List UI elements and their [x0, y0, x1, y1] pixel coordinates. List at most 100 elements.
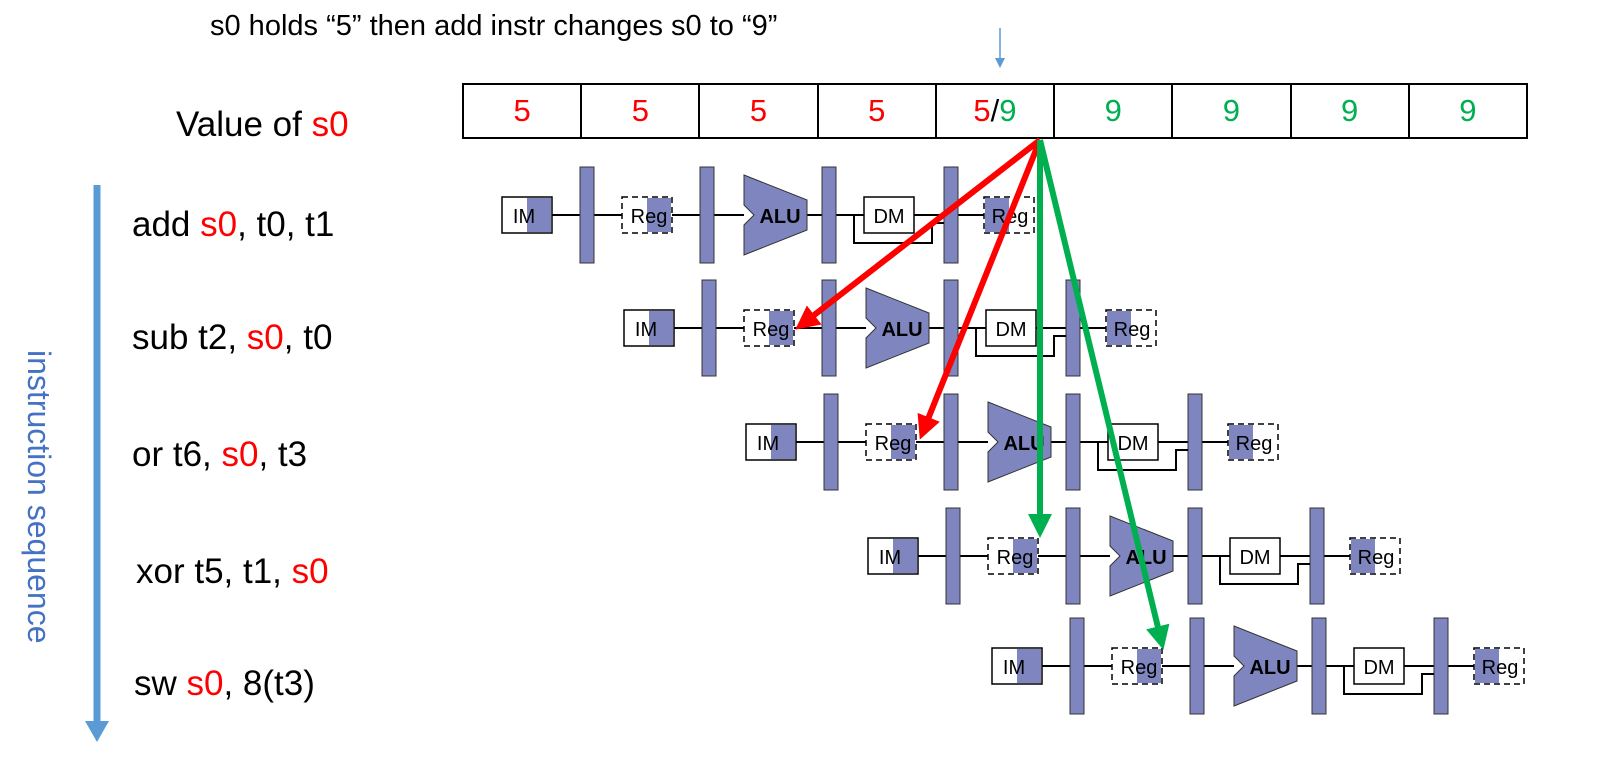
reg-write-half	[1229, 425, 1253, 459]
instruction-text: add	[132, 205, 201, 244]
pipeline-register	[701, 279, 717, 377]
old-value: 5	[973, 93, 991, 128]
register-s0: s0	[246, 318, 284, 357]
pipeline-register	[1187, 507, 1203, 605]
reg-write-label: Reg	[1358, 547, 1395, 569]
reg-write-half	[1351, 539, 1375, 573]
alu-shape	[865, 287, 930, 369]
im-label: IM	[879, 547, 901, 569]
register-s0: s0	[200, 205, 238, 244]
pipeline-stage-row: IM Reg ALU DM Reg	[745, 393, 1279, 491]
reg-read-half	[1013, 539, 1037, 573]
reg-read-half	[647, 198, 671, 232]
pipeline-register	[945, 507, 961, 605]
register-s0: s0	[186, 664, 224, 703]
red-forwarding-arrow	[917, 138, 1043, 440]
dm-box	[1353, 647, 1405, 685]
alu-label: ALU	[1249, 657, 1290, 679]
pipeline-register	[1189, 617, 1205, 715]
instruction-label: xor t5, t1, s0	[136, 552, 329, 592]
instruction-label: sub t2, s0, t0	[132, 318, 332, 358]
value-label-prefix: Value of	[176, 105, 312, 144]
pipeline-register	[1065, 507, 1081, 605]
instruction-text: , t0, t1	[237, 205, 335, 244]
value-of-s0-label: Value of s0	[176, 105, 349, 145]
dm-label: DM	[873, 206, 904, 228]
im-label: IM	[1003, 657, 1025, 679]
pipeline-register	[1433, 617, 1449, 715]
register-s0: s0	[221, 435, 259, 474]
reg-write-label: Reg	[1236, 433, 1273, 455]
pipeline-register	[699, 166, 715, 264]
reg-read-half	[891, 425, 915, 459]
im-read-half	[649, 311, 673, 345]
value-cell: 9	[1173, 85, 1292, 137]
alu-label: ALU	[881, 319, 922, 341]
im-label: IM	[757, 433, 779, 455]
instruction-text: or t6,	[132, 435, 222, 474]
value-cell: 5	[582, 85, 701, 137]
im-label: IM	[635, 319, 657, 341]
value-cell: 5	[700, 85, 819, 137]
dm-bypass-wire	[975, 328, 1066, 357]
alu-shape	[743, 174, 808, 256]
pipeline-register	[1069, 617, 1085, 715]
alu-label: ALU	[1125, 547, 1166, 569]
register-s0: s0	[291, 552, 329, 591]
pipeline-register	[821, 166, 837, 264]
dm-label: DM	[1239, 547, 1270, 569]
instruction-text: , t0	[283, 318, 333, 357]
new-value: 9	[999, 93, 1017, 128]
instruction-label: sw s0, 8(t3)	[134, 664, 315, 704]
pipeline-register	[823, 393, 839, 491]
value-cell: 5	[464, 85, 583, 137]
instruction-label: or t6, s0, t3	[132, 435, 307, 475]
alu-shape	[1233, 625, 1298, 707]
alu-label: ALU	[759, 206, 800, 228]
caption: s0 holds “5” then add instr changes s0 t…	[210, 10, 778, 42]
pipeline-register	[1309, 507, 1325, 605]
instruction-label: add s0, t0, t1	[132, 205, 334, 245]
reg-write-label: Reg	[1114, 319, 1151, 341]
pipeline-stage-row: IM Reg ALU DM Reg	[867, 507, 1401, 605]
reg-read-half	[1137, 649, 1161, 683]
reg-write-half	[1107, 311, 1131, 345]
writeback-pointer-arrow	[995, 28, 1005, 68]
pipeline-register	[821, 279, 837, 377]
dm-label: DM	[1363, 657, 1394, 679]
im-read-half	[1017, 649, 1041, 683]
reg-label: Reg	[753, 319, 790, 341]
reg-write-half	[1475, 649, 1499, 683]
alu-shape	[987, 401, 1052, 483]
reg-write-label: Reg	[1482, 657, 1519, 679]
reg-label: Reg	[997, 547, 1034, 569]
red-forwarding-arrow	[795, 137, 1042, 330]
instruction-text: sw	[134, 664, 187, 703]
instruction-text: , 8(t3)	[223, 664, 315, 703]
instruction-text: sub t2,	[132, 318, 247, 357]
dm-box	[863, 196, 915, 234]
reg-label: Reg	[875, 433, 912, 455]
instruction-text: xor t5, t1,	[136, 552, 292, 591]
dm-label: DM	[1117, 433, 1148, 455]
reg-read-half	[769, 311, 793, 345]
value-cell: 9	[1055, 85, 1174, 137]
im-read-half	[893, 539, 917, 573]
dm-bypass-wire	[1219, 556, 1310, 585]
alu-label: ALU	[1003, 433, 1044, 455]
dm-box	[1229, 537, 1281, 575]
dm-box	[985, 309, 1037, 347]
dm-label: DM	[995, 319, 1026, 341]
instruction-sequence-arrow	[85, 185, 109, 742]
value-cell: 5/9	[937, 85, 1056, 137]
pipeline-register	[1187, 393, 1203, 491]
pipeline-register	[943, 393, 959, 491]
im-read-half	[771, 425, 795, 459]
im-read-half	[527, 198, 551, 232]
pipeline-register	[1065, 393, 1081, 491]
instruction-sequence-label: instruction sequence	[21, 350, 57, 644]
